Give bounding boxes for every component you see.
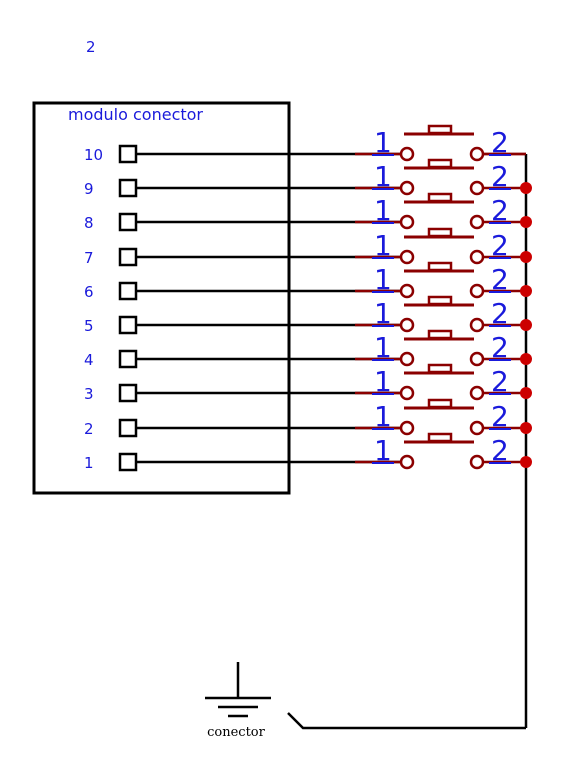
connector-module: modulo conector 10 9 8 7 6 5 4 3 2 1 [32, 101, 291, 495]
switch-pin-1-label: 1 [374, 160, 392, 193]
junction-dot [520, 216, 532, 228]
switch-pin-2-label: 2 [491, 331, 509, 364]
pin-label: 1 [84, 454, 94, 472]
switch-terminal-1 [399, 420, 415, 436]
switch-cap [427, 124, 453, 135]
switch-cap [427, 227, 453, 238]
ground-connector: conector [205, 662, 271, 740]
switch-pin-2-label: 2 [491, 365, 509, 398]
switch-pin-1-label: 1 [374, 434, 392, 467]
switch-pin-2-label: 2 [491, 194, 509, 227]
switch-terminal-1 [399, 283, 415, 299]
pin-pad [118, 418, 138, 438]
switch-terminal-2 [469, 351, 485, 367]
switch-cap [427, 158, 453, 169]
switch-terminal-2 [469, 249, 485, 265]
switch-terminal-2 [469, 180, 485, 196]
switch-pin-2-label: 2 [491, 400, 509, 433]
switch-terminal-2 [469, 454, 485, 470]
switch-pin-1-label: 1 [374, 331, 392, 364]
ground-label: conector [207, 725, 266, 740]
junction-dot [520, 319, 532, 331]
switch-pin-2-label: 2 [491, 297, 509, 330]
switch-terminal-1 [399, 317, 415, 333]
switch-pin-1-label: 1 [374, 297, 392, 330]
switch-terminal-1 [399, 180, 415, 196]
pin-label: 2 [84, 420, 94, 438]
pin-label: 10 [84, 146, 103, 164]
module-pins: 10 9 8 7 6 5 4 3 2 1 [84, 144, 138, 472]
switch-cap [427, 261, 453, 272]
switch-cap [427, 363, 453, 374]
pin-pad [118, 144, 138, 164]
pin-pad [118, 349, 138, 369]
junction-dot [520, 456, 532, 468]
switch-pin-1-label: 1 [374, 229, 392, 262]
junction-dot [520, 387, 532, 399]
switch-terminal-2 [469, 385, 485, 401]
pin-pad [118, 383, 138, 403]
switch-pin-2-label: 2 [491, 263, 509, 296]
junction-dot [520, 422, 532, 434]
pin-pad [118, 315, 138, 335]
switch-pin-2-label: 2 [491, 160, 509, 193]
switch-terminal-1 [399, 249, 415, 265]
ground-return-wire [287, 712, 526, 730]
switch-cap [427, 398, 453, 409]
pin-label: 8 [84, 214, 94, 232]
switch-pin-2-label: 2 [491, 229, 509, 262]
pin-label: 5 [84, 317, 94, 335]
switch-terminal-1 [399, 385, 415, 401]
pin-label: 7 [84, 249, 94, 267]
switch-terminal-1 [399, 454, 415, 470]
page-number: 2 [86, 38, 96, 56]
pin-pad [118, 247, 138, 267]
pin-pad [118, 212, 138, 232]
pin-label: 3 [84, 385, 94, 403]
switch-pin-1-label: 1 [374, 263, 392, 296]
switch-terminal-2 [469, 283, 485, 299]
pin-pad [118, 178, 138, 198]
switch-cap [427, 329, 453, 340]
pin-label: 9 [84, 180, 94, 198]
switch-pin-2-label: 2 [491, 434, 509, 467]
junction-dot [520, 182, 532, 194]
switch-cap [427, 192, 453, 203]
pin-label: 4 [84, 351, 94, 369]
switch-pin-1-label: 1 [374, 126, 392, 159]
switch-cap [427, 295, 453, 306]
switch-terminal-2 [469, 317, 485, 333]
switch-terminal-2 [469, 420, 485, 436]
switch-terminal-1 [399, 351, 415, 367]
module-outline [32, 101, 291, 495]
switch-terminal-1 [399, 214, 415, 230]
switch-pin-2-label: 2 [491, 126, 509, 159]
switch-terminal-2 [469, 146, 485, 162]
switch-cap [427, 432, 453, 443]
switch-terminal-1 [399, 146, 415, 162]
pin-label: 6 [84, 283, 94, 301]
switch-terminal-2 [469, 214, 485, 230]
module-title: modulo conector [68, 105, 203, 124]
junction-dot [520, 285, 532, 297]
switch-pin-1-label: 1 [374, 194, 392, 227]
junction-dot [520, 353, 532, 365]
pin-pad [118, 452, 138, 472]
pin-pad [118, 281, 138, 301]
switch-pin-1-label: 1 [374, 365, 392, 398]
switch-pin-1-label: 1 [374, 400, 392, 433]
junction-dot [520, 251, 532, 263]
